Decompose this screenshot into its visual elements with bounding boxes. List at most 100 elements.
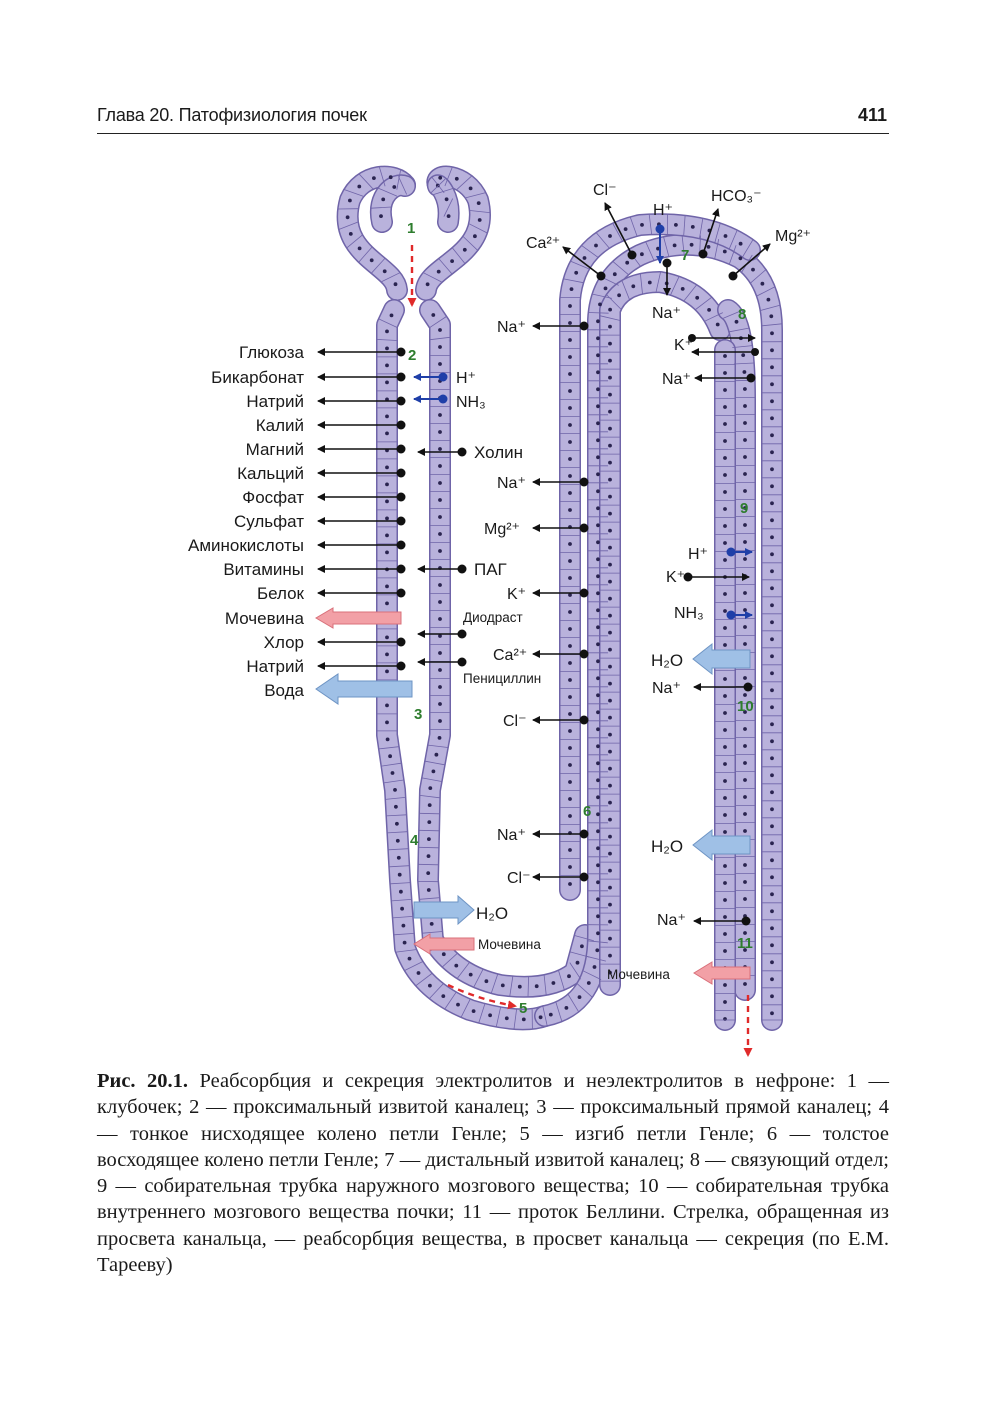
cell-nucleus bbox=[608, 698, 612, 703]
cell-nucleus bbox=[438, 175, 443, 180]
cell-nucleus bbox=[385, 482, 389, 487]
cell-border bbox=[378, 187, 398, 197]
cell-nucleus bbox=[476, 201, 481, 206]
cell-border bbox=[648, 214, 653, 235]
cell-nucleus bbox=[357, 246, 362, 251]
cell-nucleus bbox=[656, 246, 660, 251]
cell-nucleus bbox=[477, 218, 482, 222]
cell-border bbox=[592, 293, 613, 299]
cell-nucleus bbox=[743, 897, 747, 901]
cell-nucleus bbox=[608, 477, 612, 482]
cell-nucleus bbox=[594, 243, 598, 248]
cell-nucleus bbox=[385, 737, 390, 742]
segment-number: 9 bbox=[740, 500, 748, 517]
cell-nucleus bbox=[770, 535, 774, 540]
cell-nucleus bbox=[357, 184, 362, 189]
cell-nucleus bbox=[568, 848, 572, 852]
ascending-ion-label: Na⁺ bbox=[497, 827, 526, 844]
cell-nucleus bbox=[770, 433, 774, 438]
pag-label: ПАГ bbox=[474, 560, 507, 579]
cell-nucleus bbox=[770, 858, 774, 863]
segment-number: 7 bbox=[681, 247, 689, 264]
cell-nucleus bbox=[723, 234, 728, 238]
cell-nucleus bbox=[568, 695, 572, 699]
cell-nucleus bbox=[548, 1012, 553, 1017]
cell-border bbox=[683, 284, 697, 302]
proximal-reabsorption-list: ГлюкозаБикарбонатНатрийКалийМагнийКальци… bbox=[188, 343, 406, 700]
cell-nucleus bbox=[723, 830, 727, 834]
cell-nucleus bbox=[596, 421, 600, 426]
chapter-title: Глава 20. Патофизиология почек bbox=[97, 105, 367, 125]
proximal-secretion: H⁺ NH₃ Холин ПАГ Диодраст Пенициллин bbox=[413, 370, 541, 686]
cell-nucleus bbox=[770, 824, 774, 829]
cell-nucleus bbox=[385, 516, 389, 521]
cell-nucleus bbox=[608, 800, 612, 805]
cell-nucleus bbox=[623, 227, 628, 232]
cell-border bbox=[567, 994, 579, 1012]
cell-nucleus bbox=[427, 837, 431, 841]
distal-transport: Cl⁻ H⁺ HCO₃⁻ Ca²⁺ Mg²⁺ Na⁺ bbox=[526, 182, 811, 322]
cell-nucleus bbox=[568, 406, 572, 410]
cell-nucleus bbox=[723, 439, 727, 443]
cell-nucleus bbox=[723, 915, 727, 919]
cell-nucleus bbox=[596, 710, 600, 715]
cell-nucleus bbox=[743, 778, 747, 782]
na-label-distal: Na⁺ bbox=[652, 305, 681, 322]
cell-nucleus bbox=[429, 922, 434, 926]
cell-border bbox=[444, 167, 453, 187]
cell-nucleus bbox=[723, 983, 727, 987]
cell-nucleus bbox=[385, 380, 389, 385]
cell-border bbox=[586, 955, 606, 962]
cell-nucleus bbox=[608, 358, 612, 363]
cell-nucleus bbox=[770, 586, 774, 591]
substance-label: Магний bbox=[246, 440, 304, 459]
cell-nucleus bbox=[568, 508, 572, 512]
cell-border bbox=[429, 983, 444, 999]
cell-nucleus bbox=[743, 795, 747, 799]
cell-nucleus bbox=[608, 953, 612, 958]
cell-border bbox=[581, 245, 599, 258]
cell-border bbox=[392, 916, 413, 919]
segment-number: 1 bbox=[407, 220, 415, 237]
cell-border bbox=[612, 261, 629, 275]
segment-number: 4 bbox=[410, 832, 419, 849]
holin-label: Холин bbox=[474, 443, 523, 462]
cell-nucleus bbox=[743, 557, 747, 561]
tubule-cell-nuclei bbox=[338, 166, 783, 1030]
cell-border bbox=[574, 935, 594, 942]
cell-nucleus bbox=[568, 355, 572, 359]
cell-nucleus bbox=[743, 829, 747, 833]
substance-label: Натрий bbox=[246, 392, 304, 411]
cell-border bbox=[478, 1003, 486, 1023]
arrow-origin-dot bbox=[579, 715, 589, 725]
cell-nucleus bbox=[770, 603, 774, 608]
cell-nucleus bbox=[426, 871, 431, 875]
cell-nucleus bbox=[438, 413, 442, 417]
cell-nucleus bbox=[595, 948, 600, 953]
cell-nucleus bbox=[596, 353, 600, 358]
cell-nucleus bbox=[743, 710, 747, 714]
cell-border bbox=[338, 221, 358, 230]
cell-nucleus bbox=[596, 727, 600, 732]
cell-nucleus bbox=[770, 756, 774, 761]
cell-border bbox=[543, 974, 547, 995]
cell-nucleus bbox=[743, 506, 747, 510]
cell-nucleus bbox=[592, 965, 597, 969]
cell-nucleus bbox=[723, 745, 727, 749]
cell-border bbox=[396, 170, 401, 190]
cell-nucleus bbox=[770, 518, 774, 523]
cell-nucleus bbox=[640, 252, 644, 257]
cell-nucleus bbox=[608, 715, 612, 720]
segment-number: 8 bbox=[738, 306, 746, 323]
cell-nucleus bbox=[385, 363, 389, 368]
cell-nucleus bbox=[462, 247, 467, 252]
cell-nucleus bbox=[770, 399, 774, 404]
cell-border bbox=[376, 339, 398, 341]
cell-nucleus bbox=[769, 314, 774, 319]
cell-nucleus bbox=[608, 562, 612, 567]
cell-border bbox=[704, 312, 723, 322]
cell-nucleus bbox=[596, 608, 600, 613]
cell-nucleus bbox=[438, 498, 442, 502]
cell-nucleus bbox=[751, 267, 755, 272]
cell-nucleus bbox=[438, 668, 442, 672]
